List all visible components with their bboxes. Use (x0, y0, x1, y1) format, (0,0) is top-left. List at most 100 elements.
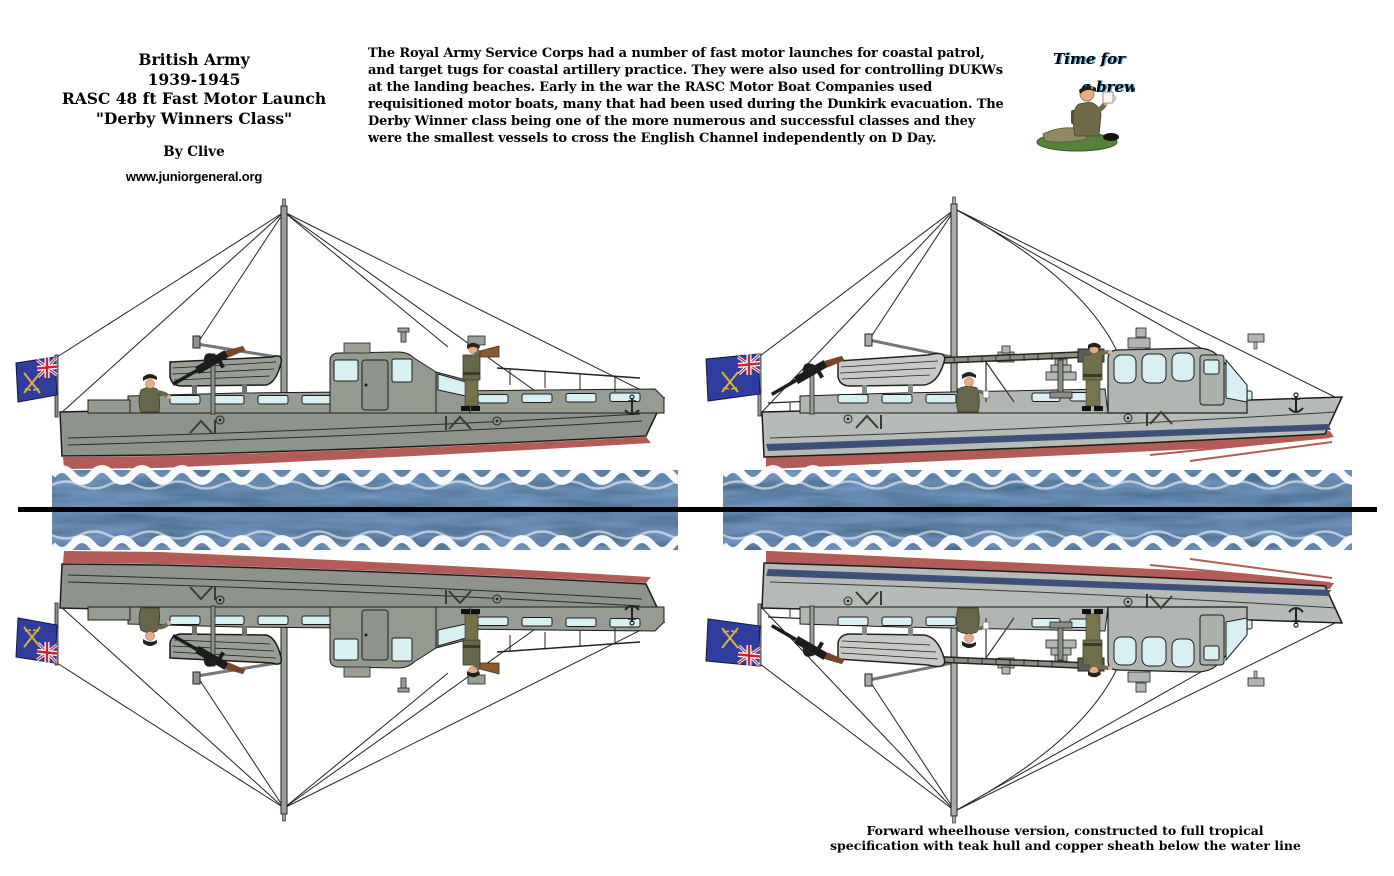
davit-post (192, 335, 201, 349)
rasc-ensign-flag (15, 602, 59, 666)
vent-stacks (997, 345, 1077, 381)
website-text: www.juniorgeneral.org (125, 169, 263, 184)
bren-gun-icon (171, 634, 246, 675)
deck-fittings (189, 394, 640, 434)
bren-gun-icon (770, 355, 845, 396)
waterline-fold-line (18, 507, 1377, 512)
rasc-ensign-flag (15, 354, 59, 418)
fore-railing (496, 628, 641, 653)
windscreen (1225, 617, 1248, 662)
crossed-swords-emblem (721, 627, 739, 649)
bren-gun-icon (770, 624, 845, 665)
description-line: Derby Winner class being one of the more… (368, 114, 976, 129)
title-line-1: British Army (138, 50, 250, 69)
foam-top (723, 465, 1352, 490)
fore-railing (496, 367, 641, 392)
svg-text:Time for: Time for (1053, 50, 1126, 68)
anchor-icon (1288, 392, 1304, 413)
description-line: requisitioned motor boats, many that had… (368, 97, 1004, 112)
mast-icon (950, 615, 958, 824)
rasc-ensign-flag (705, 353, 762, 417)
right-boat-illustration (705, 196, 1344, 469)
wheelhouse (1107, 606, 1265, 693)
vent-stacks (997, 639, 1077, 675)
wheelhouse-door (361, 359, 389, 411)
union-jack-canton (737, 353, 761, 376)
rigging (56, 605, 664, 809)
union-jack-canton (36, 356, 58, 379)
davit-post (864, 673, 873, 687)
crossed-swords-emblem (23, 626, 41, 648)
mast-icon (280, 198, 288, 407)
svg-text:Time for: Time for (1055, 50, 1128, 68)
title-line-4: "Derby Winners Class" (95, 108, 293, 128)
standing-gunner (1082, 342, 1112, 411)
antifouling-red-band (63, 551, 651, 583)
waterline-stripe (766, 569, 1331, 596)
crossed-swords-emblem (23, 372, 41, 394)
tea-soldier (956, 372, 990, 413)
signal-megaphone (479, 662, 500, 675)
footer-caption-line-1: Forward wheelhouse version, constructed … (866, 823, 1264, 838)
description-line: The Royal Army Service Corps had a numbe… (368, 46, 985, 61)
rigging (759, 208, 1342, 413)
foam-bottom (52, 530, 678, 555)
standing-signaller (461, 342, 500, 411)
bren-gun-icon (171, 345, 246, 386)
title-line-3: RASC 48 ft Fast Motor Launch (61, 89, 327, 108)
anchor-icon (624, 394, 640, 415)
footer-caption: Forward wheelhouse version, constructed … (830, 823, 1301, 853)
svg-text:a brew: a brew (1081, 78, 1135, 96)
stern-coaming (87, 399, 131, 414)
foam-bottom (723, 530, 1352, 555)
foam-top (52, 465, 678, 490)
wheelhouse (329, 606, 486, 693)
rasc-ensign-flag (705, 603, 762, 667)
description-line: at the landing beaches. Early in the war… (368, 80, 933, 95)
description-line: were the smallest vessels to cross the E… (368, 131, 937, 146)
rigging (56, 211, 664, 415)
seated-soldier (138, 607, 171, 646)
right-boat-illustration-mirrored (705, 551, 1344, 824)
brew-cartoon: Time for Time for a brew a brew (1036, 50, 1135, 152)
dinghy-icon (837, 352, 946, 394)
description-paragraph: The Royal Army Service Corps had a numbe… (368, 45, 1004, 147)
deck-fittings (843, 591, 1304, 628)
title-line-2: 1939-1945 (147, 69, 241, 89)
union-jack-canton (36, 641, 58, 664)
tea-soldier (956, 607, 990, 648)
byline: By Clive (163, 144, 225, 160)
deck-fittings (189, 586, 640, 626)
tea-mug (982, 621, 990, 630)
waterline-stripe (766, 424, 1331, 451)
wheelhouse-door (361, 609, 389, 661)
standing-gunner (1082, 609, 1112, 678)
footer-caption-line-2: specification with teak hull and copper … (830, 837, 1301, 853)
wheelhouse (1107, 327, 1265, 414)
dinghy-icon (837, 626, 946, 668)
left-boat-illustration (15, 198, 666, 469)
signal-megaphone (479, 345, 500, 358)
union-jack-canton (737, 644, 761, 667)
stern-coaming (87, 606, 131, 621)
crossed-swords-emblem (721, 371, 739, 393)
sea-water-strip-right (723, 465, 1352, 555)
antifouling-red-band (63, 437, 651, 469)
title-block: British Army 1939-1945 RASC 48 ft Fast M… (38, 50, 350, 184)
anchor-icon (1288, 607, 1304, 628)
soldier-drinking-tea-icon (1036, 85, 1119, 152)
left-boat-illustration-mirrored (15, 551, 666, 822)
dinghy-icon (169, 355, 283, 394)
description-line: and target tugs for coastal artillery pr… (368, 63, 1003, 78)
wheelhouse (329, 327, 486, 414)
seated-soldier (138, 374, 171, 413)
standing-signaller (461, 609, 500, 678)
windscreen (1225, 358, 1248, 403)
mast-icon (950, 196, 958, 405)
anchor-icon (624, 605, 640, 626)
davit-post (864, 333, 873, 347)
davit-post (192, 671, 201, 685)
mast-icon (280, 613, 288, 822)
deck-fittings (843, 392, 1304, 429)
